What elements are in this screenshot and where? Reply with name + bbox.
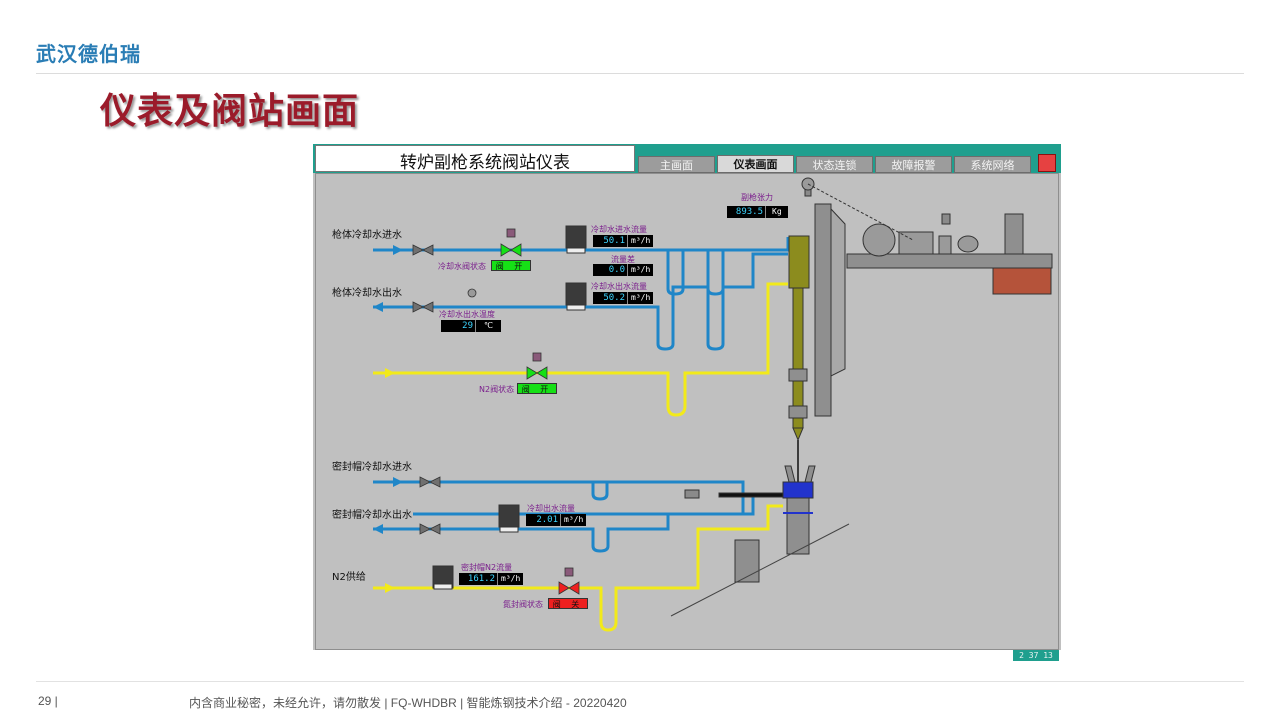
footer-divider [36, 681, 1244, 682]
line-label-seal-inlet: 密封帽冷却水进水 [332, 462, 412, 473]
lance-tension-readout: 893.5 Kg [727, 206, 788, 218]
flow-diff-readout: 0.0 m³/h [593, 264, 654, 276]
tab-main[interactable]: 主画面 [638, 156, 715, 173]
n2-valve-label: N2阀状态 [479, 385, 515, 394]
seal-out-flow-label: 冷却出水流量 [527, 504, 575, 513]
outlet-flow-readout: 50.2 m³/h [593, 292, 654, 304]
hmi-title-text: 转炉副枪系统阀站仪表 [400, 153, 570, 173]
outlet-temp-label: 冷却水出水温度 [439, 310, 495, 319]
seal-out-flow-value: 2.01 [526, 514, 560, 526]
outlet-flow-value: 50.2 [593, 292, 627, 304]
tab-alarms[interactable]: 故障报警 [875, 156, 952, 173]
flow-diff-value: 0.0 [593, 264, 627, 276]
n2-pipe [373, 282, 788, 417]
seal-out-flow-readout: 2.01 m³/h [526, 514, 587, 526]
seal-n2-flow-readout: 161.2 m³/h [459, 573, 524, 585]
seal-n2-flow-label: 密封帽N2流量 [461, 563, 513, 572]
process-schematic [373, 177, 1053, 632]
hmi-screen: 转炉副枪系统阀站仪表 主画面 仪表画面 状态连锁 故障报警 系统网络 [313, 144, 1061, 661]
seal-valve-status[interactable]: 阀 关 [548, 598, 588, 609]
seal-out-flow-unit: m³/h [560, 514, 587, 526]
seal-n2-flow-unit: m³/h [497, 573, 524, 585]
outlet-flow-unit: m³/h [627, 292, 654, 304]
outlet-flow-label: 冷却水出水流量 [591, 282, 647, 291]
header-divider [36, 73, 1244, 74]
inlet-flow-value: 50.1 [593, 235, 627, 247]
flow-diff-label: 流量差 [611, 255, 635, 264]
inlet-flow-unit: m³/h [627, 235, 654, 247]
footer-text: 内含商业秘密，未经允许，请勿散发 | FQ-WHDBR | 智能炼钢技术介绍 -… [189, 696, 627, 710]
outlet-temp-readout: 29 ℃ [441, 320, 501, 332]
flow-diff-unit: m³/h [627, 264, 654, 276]
hmi-canvas [315, 173, 1059, 650]
seal-n2-flow-value: 161.2 [459, 573, 497, 585]
hmi-title: 转炉副枪系统阀站仪表 [315, 145, 635, 173]
tab-interlock[interactable]: 状态连锁 [796, 156, 873, 173]
line-label-seal-outlet: 密封帽冷却水出水 [332, 510, 412, 521]
exit-icon[interactable] [1038, 154, 1056, 172]
lance-outlet-pipe [373, 252, 788, 351]
n2-valve-status[interactable]: 阀 开 [517, 383, 557, 394]
hmi-status-strip [313, 650, 1061, 661]
line-label-lance-outlet: 枪体冷却水出水 [332, 288, 402, 299]
inlet-flow-label: 冷却水进水流量 [591, 225, 647, 234]
lance-tension-label: 副枪张力 [741, 193, 773, 202]
tab-instruments[interactable]: 仪表画面 [717, 155, 794, 173]
slide-title: 仪表及阀站画面 [100, 90, 360, 132]
seal-valve-label: 氮封阀状态 [503, 600, 543, 609]
outlet-temp-value: 29 [441, 320, 475, 332]
company-brand: 武汉德伯瑞 [36, 42, 141, 66]
lance-tension-value: 893.5 [727, 206, 765, 218]
seal-n2-pipe [373, 504, 783, 632]
lance-tension-unit: Kg [765, 206, 788, 218]
cooling-valve-label: 冷却水阀状态 [438, 262, 486, 271]
inlet-flow-readout: 50.1 m³/h [593, 235, 654, 247]
page-number: 29 | [38, 694, 58, 708]
cooling-valve-status[interactable]: 阀 开 [491, 260, 531, 271]
outlet-temp-unit: ℃ [475, 320, 501, 332]
line-label-n2-supply: N2供给 [332, 572, 366, 583]
tab-network[interactable]: 系统网络 [954, 156, 1031, 173]
hmi-clock: 2 37 13 [1013, 650, 1059, 661]
line-label-lance-inlet: 枪体冷却水进水 [332, 230, 402, 241]
